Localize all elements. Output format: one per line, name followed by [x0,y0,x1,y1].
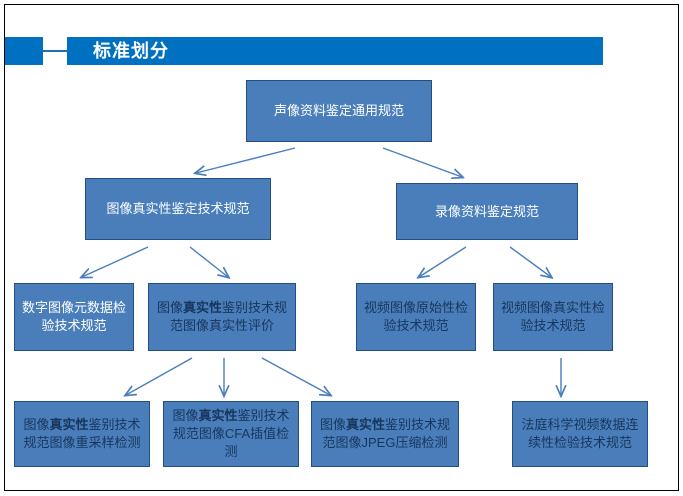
node-root-label: 声像资料鉴定通用规范 [273,103,404,118]
node-image-auth-eval-prefix: 图像 [156,300,183,315]
node-video-originality[interactable]: 视频图像原始性检验技术规范 [356,283,476,351]
node-resampling-bold-term: 真实性 [49,417,89,432]
node-cfa-detection-label: 图像真实性鉴别技术规范图像CFA插值检测 [168,407,294,461]
node-video-continuity[interactable]: 法庭科学视频数据连续性检验技术规范 [512,401,648,467]
node-cfa-suffix: 鉴别技术规范图像CFA插值检测 [172,408,290,459]
title-banner [67,37,603,65]
node-image-auth-eval-bold-term: 真实性 [182,300,222,315]
edge-image-to-eval [189,246,228,277]
node-image-auth-eval-suffix: 鉴别技术规范图像真实性评价 [169,300,288,333]
node-image-authenticity[interactable]: 图像真实性鉴定技术规范 [85,178,271,240]
node-image-auth-eval-label: 图像真实性鉴别技术规范图像真实性评价 [153,299,291,335]
node-cfa-prefix: 图像 [172,408,199,423]
title-accent-block [5,37,43,65]
node-resampling-detection[interactable]: 图像真实性鉴别技术规范图像重采样检测 [14,401,150,467]
node-metadata-label: 数字图像元数据检验技术规范 [21,300,126,333]
node-jpeg-suffix: 鉴别技术规范图像JPEG压缩检测 [322,417,451,450]
edge-eval-to-jpeg [261,357,330,395]
edge-video-to-orig [419,246,467,277]
node-cfa-bold-term: 真实性 [198,408,238,423]
node-resampling-prefix: 图像 [23,417,50,432]
slide-title-bar: 标准划分 [5,37,603,65]
node-jpeg-bold-term: 真实性 [345,417,385,432]
edge-video-to-auth [509,246,551,277]
node-metadata[interactable]: 数字图像元数据检验技术规范 [14,283,134,351]
node-video-originality-label: 视频图像原始性检验技术规范 [363,300,468,333]
node-image-auth-eval[interactable]: 图像真实性鉴别技术规范图像真实性评价 [148,283,296,351]
node-video-authenticity[interactable]: 视频图像真实性检验技术规范 [493,283,613,351]
node-video-record[interactable]: 录像资料鉴定规范 [396,183,578,240]
node-resampling-suffix: 鉴别技术规范图像重采样检测 [23,417,141,450]
node-jpeg-detection-label: 图像真实性鉴别技术规范图像JPEG压缩检测 [316,416,454,452]
node-video-authenticity-label: 视频图像真实性检验技术规范 [500,300,605,333]
edge-image-to-metadata [82,246,149,277]
node-cfa-detection[interactable]: 图像真实性鉴别技术规范图像CFA插值检测 [163,401,299,467]
node-root[interactable]: 声像资料鉴定通用规范 [246,80,432,142]
node-jpeg-prefix: 图像 [319,417,346,432]
edge-root-to-video [382,147,462,177]
edge-eval-to-resampling [126,357,193,395]
node-video-record-label: 录像资料鉴定规范 [434,203,539,219]
node-jpeg-detection[interactable]: 图像真实性鉴别技术规范图像JPEG压缩检测 [311,401,459,467]
node-resampling-detection-label: 图像真实性鉴别技术规范图像重采样检测 [19,416,145,452]
page-title: 标准划分 [93,41,169,61]
edge-root-to-image [196,147,296,173]
node-video-continuity-label: 法庭科学视频数据连续性检验技术规范 [521,417,639,450]
title-connector-line [43,50,67,52]
node-image-authenticity-label: 图像真实性鉴定技术规范 [106,201,250,216]
